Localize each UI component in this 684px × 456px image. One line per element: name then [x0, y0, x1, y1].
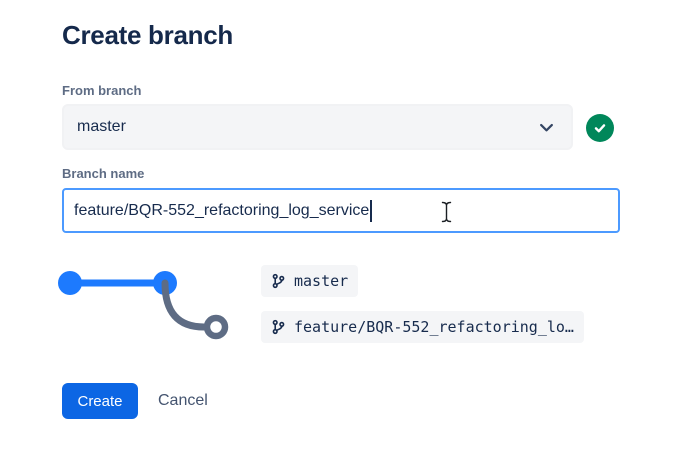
chevron-down-icon [538, 119, 555, 136]
commit-dot-1 [58, 271, 82, 295]
new-branch-chip: feature/BQR-552_refactoring_lo… [261, 311, 584, 343]
new-branch-chip-label: feature/BQR-552_refactoring_lo… [294, 318, 574, 336]
branch-name-input[interactable]: feature/BQR-552_refactoring_log_service [62, 188, 620, 233]
check-circle-icon [586, 114, 614, 142]
from-branch-label: From branch [62, 83, 142, 98]
new-branch-curve [161, 279, 208, 331]
git-branch-icon [271, 273, 286, 289]
source-branch-chip: master [261, 265, 359, 297]
branch-diagram [55, 258, 255, 358]
branch-name-value: feature/BQR-552_refactoring_log_service [74, 201, 370, 219]
create-button[interactable]: Create [62, 383, 138, 419]
from-branch-select[interactable]: master [62, 104, 573, 150]
cancel-button[interactable]: Cancel [148, 383, 218, 419]
text-caret [370, 199, 373, 222]
page-title: Create branch [62, 20, 233, 50]
source-branch-chip-label: master [294, 272, 349, 290]
from-branch-selected-value: master [77, 118, 126, 135]
branch-name-label: Branch name [62, 166, 145, 181]
new-branch-node [203, 314, 229, 340]
git-branch-icon [271, 319, 286, 335]
